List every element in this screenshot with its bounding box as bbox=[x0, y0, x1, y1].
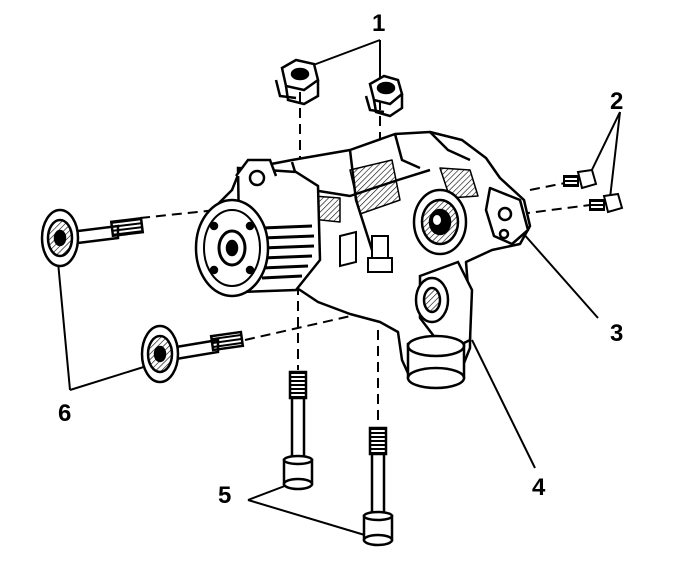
center-stud bbox=[339, 230, 393, 273]
callout-3: 3 bbox=[610, 320, 624, 347]
pinion-flange bbox=[194, 198, 270, 298]
axle-seal bbox=[412, 188, 468, 256]
callout-1: 1 bbox=[372, 10, 386, 37]
stud-left bbox=[282, 370, 314, 491]
through-bolt-upper bbox=[40, 208, 145, 268]
stud-right bbox=[362, 426, 394, 547]
small-bolt-upper bbox=[563, 168, 598, 190]
nut-right bbox=[364, 74, 404, 118]
callout-5: 5 bbox=[218, 482, 232, 509]
leader-lines bbox=[57, 39, 621, 537]
callout-2: 2 bbox=[610, 88, 624, 115]
callout-4: 4 bbox=[532, 474, 546, 501]
callout-6: 6 bbox=[58, 400, 72, 427]
small-bolt-lower bbox=[589, 192, 624, 214]
bushing-bracket bbox=[406, 260, 474, 390]
nut-left bbox=[274, 58, 320, 106]
through-bolt-lower bbox=[140, 324, 245, 384]
